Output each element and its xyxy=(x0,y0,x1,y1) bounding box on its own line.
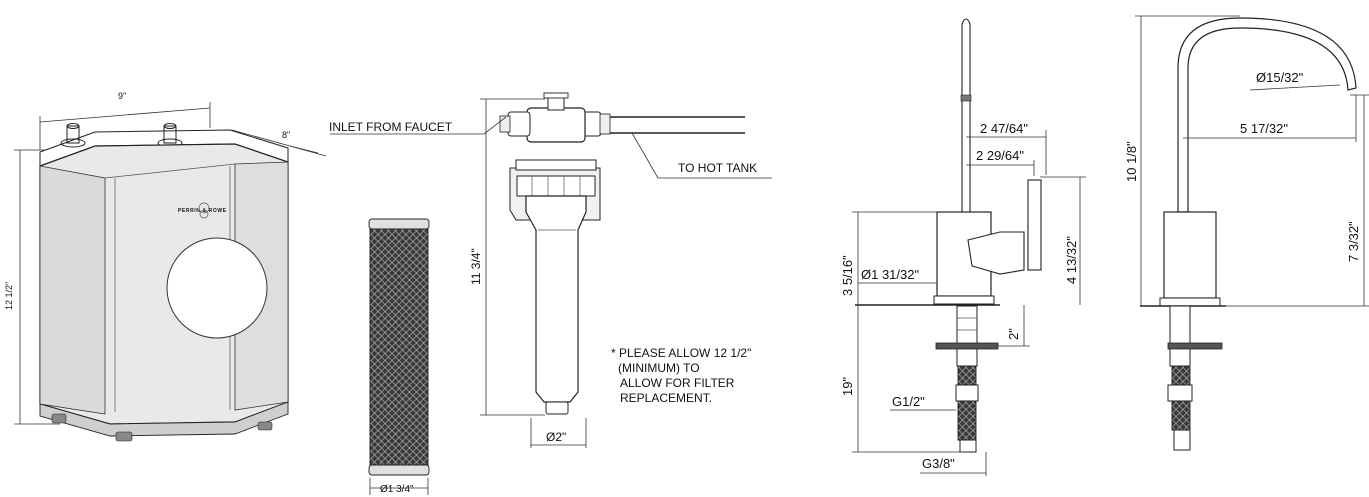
note-line-4: REPLACEMENT. xyxy=(620,391,712,405)
side-below-counter-label: 19" xyxy=(840,377,855,396)
tank-top-connector-right xyxy=(157,123,183,148)
brand-emblem-icon xyxy=(198,202,210,219)
housing-diameter-label: Ø2" xyxy=(546,430,566,444)
front-spout-height-label: 7 3/32" xyxy=(1346,221,1361,262)
tank-height-dimension: 12 1/2" xyxy=(4,149,60,425)
tank-depth-label: 8" xyxy=(282,130,290,140)
front-total-height-label: 10 1/8" xyxy=(1124,141,1139,182)
outlet-label: TO HOT TANK xyxy=(678,161,757,175)
side-base-diameter-label: Ø1 31/32" xyxy=(861,267,919,282)
housing-height-label: 11 3/4" xyxy=(469,248,483,285)
side-reach-outer-label: 2 47/64" xyxy=(980,121,1028,136)
housing-height-dimension: 11 3/4" xyxy=(469,98,545,416)
tank-height-label: 12 1/2" xyxy=(4,282,14,310)
tank-brand-logo: PERRIN & ROWE xyxy=(178,208,227,214)
housing-diameter-dimension: Ø2" xyxy=(530,418,587,448)
tank-top-connector-left xyxy=(60,123,86,148)
faucet-front-dimensions: 10 1/8" Ø15/32" 5 17/32" 7 3/32" xyxy=(1124,15,1369,307)
note-line-2: (MINIMUM) TO xyxy=(618,361,700,375)
cartridge-diameter-label: Ø1 3/4" xyxy=(380,484,414,495)
tank-width-label: 9" xyxy=(118,91,126,101)
hot-water-tank: PERRIN & ROWE xyxy=(39,123,289,442)
tank-depth-dimension: 8" xyxy=(231,129,327,157)
inlet-label: INLET FROM FAUCET xyxy=(329,120,453,134)
side-thread-inlet-label: G1/2" xyxy=(892,394,925,409)
side-shank-depth-label: 2" xyxy=(1006,328,1021,340)
front-spout-diameter-label: Ø15/32" xyxy=(1256,70,1304,85)
front-spout-reach-label: 5 17/32" xyxy=(1240,121,1288,136)
side-handle-height-label: 4 13/32" xyxy=(1064,236,1079,284)
faucet-front-view xyxy=(1140,17,1357,451)
inlet-callout: INLET FROM FAUCET xyxy=(329,116,507,135)
faucet-side-view xyxy=(855,18,1042,453)
cartridge-diameter-dimension: Ø1 3/4" xyxy=(369,478,429,495)
tank-width-dimension: 9" xyxy=(39,91,211,150)
side-thread-outlet-label: G3/8" xyxy=(922,456,955,471)
side-base-height-label: 3 5/16" xyxy=(840,255,855,296)
filter-cartridge xyxy=(368,218,430,476)
filter-housing xyxy=(499,92,745,415)
side-reach-inner-label: 2 29/64" xyxy=(976,148,1024,163)
filter-replacement-note: * PLEASE ALLOW 12 1/2" (MINIMUM) TO ALLO… xyxy=(611,346,751,405)
note-line-3: ALLOW FOR FILTER xyxy=(620,376,735,390)
outlet-callout: TO HOT TANK xyxy=(631,132,772,179)
note-line-1: * PLEASE ALLOW 12 1/2" xyxy=(611,346,751,360)
faucet-side-dimensions: 2 47/64" 2 29/64" 3 5/16" Ø1 31/32" 4 13… xyxy=(840,121,1086,476)
